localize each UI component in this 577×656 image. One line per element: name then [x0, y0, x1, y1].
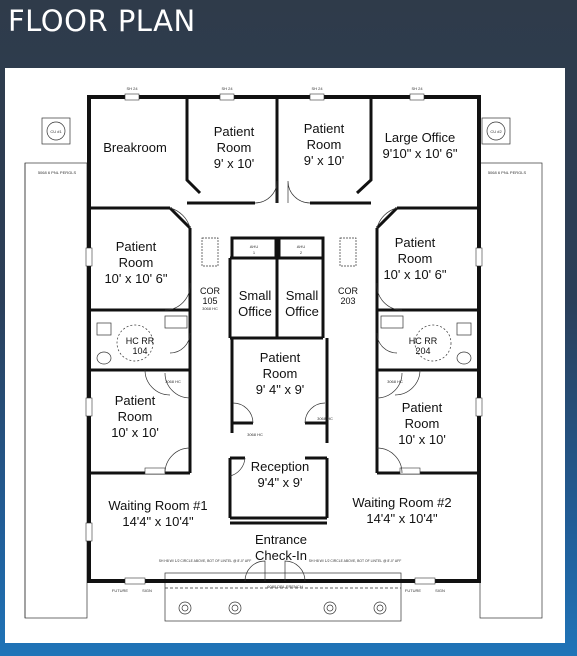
- restroom-fixtures-left: [96, 315, 188, 365]
- future-sign-right: FUTURE: [405, 588, 422, 593]
- window-note-1: SH 24: [126, 86, 138, 91]
- condenser-unit-right: CU #2: [481, 117, 511, 145]
- door-note-reception: 3068 HC: [247, 432, 263, 437]
- label-patient-room-left-lower-3: 10' x 10': [111, 425, 159, 440]
- label-patient-room-right-upper-3: 10' x 10' 6": [383, 267, 446, 282]
- future-sign-left: FUTURE: [112, 588, 129, 593]
- label-cor-left-1: COR: [200, 286, 221, 296]
- condenser-left-label: CU #1: [50, 129, 62, 134]
- label-breakroom: Breakroom: [103, 140, 167, 155]
- label-entrance-1: Entrance: [255, 532, 307, 547]
- front-porch: [164, 572, 402, 622]
- front-door-note: 6080 DBL FRENCH: [267, 584, 303, 589]
- label-patient-room-left-upper-1: Patient: [116, 239, 157, 254]
- label-patient-room-left-upper-3: 10' x 10' 6": [104, 271, 167, 286]
- label-cor-right-2: 203: [340, 296, 355, 306]
- label-patient-room-top-left-1: Patient: [214, 124, 255, 139]
- door-swings: [144, 180, 421, 582]
- label-patient-room-center-2: Room: [263, 366, 298, 381]
- label-small-office-right-1: Small: [286, 288, 319, 303]
- technical-annotations: AHU 1 AHU 2 3068 HC 3068 HC 3068 HC 3068…: [38, 170, 527, 593]
- label-patient-room-top-left-3: 9' x 10': [214, 156, 254, 171]
- door-note-cor-left: 3068 HC: [202, 306, 218, 311]
- condenser-unit-left: CU #1: [41, 117, 71, 145]
- label-patient-room-right-lower-2: Room: [405, 416, 440, 431]
- label-waiting-room-2-2: 14'4" x 10'4": [366, 511, 438, 526]
- label-patient-room-left-lower-1: Patient: [115, 393, 156, 408]
- label-patient-room-right-lower-3: 10' x 10': [398, 432, 446, 447]
- header-note-left: SH H8 W/ 1/2 CIRCLE ABOVE, BOT OF LINTEL…: [159, 559, 252, 563]
- windows: SH 24 SH 24 SH 24 SH 24: [85, 86, 483, 585]
- door-double-right: 5068 6 PNL PERGLS: [488, 170, 527, 175]
- floor-plan-sheet: CU #1 CU #2: [5, 68, 565, 643]
- restroom-fixtures-right: [380, 315, 472, 365]
- label-large-office-2: 9'10" x 10' 6": [383, 146, 458, 161]
- label-small-office-left-2: Office: [238, 304, 272, 319]
- label-small-office-right-2: Office: [285, 304, 319, 319]
- corridor-cabinets: [201, 237, 357, 267]
- ahu-right-number: 2: [300, 250, 303, 255]
- label-patient-room-center-1: Patient: [260, 350, 301, 365]
- label-patient-room-right-lower-1: Patient: [402, 400, 443, 415]
- room-labels: Breakroom Patient Room 9' x 10' Patient …: [103, 121, 458, 563]
- label-cor-left-2: 105: [202, 296, 217, 306]
- label-hc-rr-left-1: HC RR: [126, 336, 155, 346]
- ahu-left-number: 1: [253, 250, 256, 255]
- label-reception-1: Reception: [251, 459, 310, 474]
- label-patient-room-center-3: 9' 4" x 9': [256, 382, 305, 397]
- label-reception-2: 9'4" x 9': [258, 475, 303, 490]
- window-note-2: SH 24: [221, 86, 233, 91]
- sign-left: SIGN: [142, 588, 152, 593]
- window-note-3: SH 24: [311, 86, 323, 91]
- door-double-left: 5068 6 PNL PERGLS: [38, 170, 77, 175]
- side-porch-right: [479, 162, 543, 619]
- label-patient-room-top-right-2: Room: [307, 137, 342, 152]
- label-patient-room-top-right-1: Patient: [304, 121, 345, 136]
- exterior-walls: [87, 95, 481, 583]
- label-patient-room-left-upper-2: Room: [119, 255, 154, 270]
- door-note-left-lower: 3068 HC: [165, 379, 181, 384]
- ahu-right-label: AHU: [297, 244, 306, 249]
- label-patient-room-right-upper-1: Patient: [395, 235, 436, 250]
- label-small-office-left-1: Small: [239, 288, 272, 303]
- label-entrance-2: Check-In: [255, 548, 307, 563]
- label-waiting-room-2-1: Waiting Room #2: [352, 495, 451, 510]
- page-title: FLOOR PLAN: [8, 4, 196, 38]
- label-waiting-room-1-1: Waiting Room #1: [108, 498, 207, 513]
- label-hc-rr-right-2: 204: [415, 346, 430, 356]
- side-porch-left: [24, 162, 88, 619]
- condenser-right-label: CU #2: [490, 129, 502, 134]
- label-hc-rr-right-1: HC RR: [409, 336, 438, 346]
- interior-walls: [89, 97, 479, 525]
- label-waiting-room-1-2: 14'4" x 10'4": [122, 514, 194, 529]
- label-hc-rr-left-2: 104: [132, 346, 147, 356]
- label-patient-room-left-lower-2: Room: [118, 409, 153, 424]
- sign-right: SIGN: [435, 588, 445, 593]
- label-patient-room-right-upper-2: Room: [398, 251, 433, 266]
- label-large-office-1: Large Office: [385, 130, 456, 145]
- door-note-right-lower: 3068 HC: [387, 379, 403, 384]
- door-note-center: 3068 HC: [317, 416, 333, 421]
- floor-plan-drawing: CU #1 CU #2: [24, 86, 543, 622]
- ahu-left-label: AHU: [250, 244, 259, 249]
- header-note-right: SH H8 W/ 1/2 CIRCLE ABOVE, BOT OF LINTEL…: [309, 559, 402, 563]
- label-cor-right-1: COR: [338, 286, 359, 296]
- label-patient-room-top-left-2: Room: [217, 140, 252, 155]
- label-patient-room-top-right-3: 9' x 10': [304, 153, 344, 168]
- window-note-4: SH 24: [411, 86, 423, 91]
